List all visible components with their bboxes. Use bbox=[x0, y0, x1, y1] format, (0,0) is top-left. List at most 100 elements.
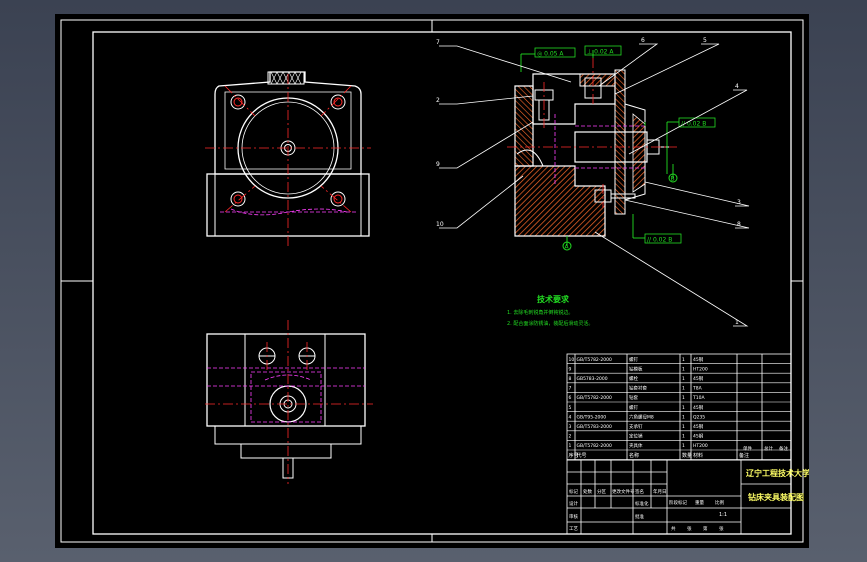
svg-text:签名: 签名 bbox=[635, 488, 644, 495]
svg-text:◎ 0.05 A: ◎ 0.05 A bbox=[537, 51, 564, 58]
inner-frame bbox=[92, 31, 792, 535]
outer-frame bbox=[60, 19, 804, 543]
drawing-name: 钻床夹具装配图 bbox=[748, 492, 804, 502]
svg-text:张: 张 bbox=[719, 525, 724, 532]
svg-text:批准: 批准 bbox=[635, 513, 644, 520]
parts-cell: 六角螺母M8 bbox=[629, 413, 654, 420]
parts-cell: 3 bbox=[569, 424, 572, 430]
tolerance-frame-1: ◎ 0.05 A bbox=[534, 47, 576, 58]
svg-text:审核: 审核 bbox=[569, 513, 578, 520]
svg-text:标准化: 标准化 bbox=[635, 500, 649, 507]
tech-req-item-2: 2. 配合面涂防锈油，装配后滑动灵活。 bbox=[507, 320, 593, 327]
svg-text:⊥ 0.02 A: ⊥ 0.02 A bbox=[587, 49, 614, 56]
title-block bbox=[566, 459, 792, 535]
parts-cell: 螺钉 bbox=[629, 404, 638, 411]
parts-cell: 7 bbox=[569, 386, 572, 392]
parts-cell: 钻套 bbox=[629, 394, 638, 401]
parts-cell: 1 bbox=[682, 405, 685, 411]
section-view: ◎ 0.05 A ⊥ 0.02 A // 0.02 B // 0.02 B B … bbox=[436, 37, 750, 327]
parts-cell: GB/T5782-2000 bbox=[577, 395, 613, 401]
parts-cell: GB5783-2000 bbox=[577, 376, 608, 382]
parts-cell: GB/T5782-2000 bbox=[577, 443, 613, 449]
drawing-viewport[interactable]: ◎ 0.05 A ⊥ 0.02 A // 0.02 B // 0.02 B B … bbox=[55, 14, 809, 548]
company-name: 辽宁工程技术大学 bbox=[746, 468, 809, 478]
drawing-scale: 1:1 bbox=[719, 512, 727, 518]
parts-cell: HT200 bbox=[693, 366, 708, 372]
weight-label: 备注 bbox=[779, 445, 788, 452]
tech-req-item-1: 1. 去除毛刺锐角并倒钝锐边。 bbox=[507, 309, 573, 316]
parts-cell: 钻套衬套 bbox=[629, 385, 647, 392]
parts-cell: 支承钉 bbox=[629, 423, 643, 430]
svg-text:A: A bbox=[565, 244, 570, 251]
tech-req-title: 技术要求 bbox=[537, 294, 570, 304]
parts-cell: T8A bbox=[692, 386, 703, 392]
callout-7: 7 bbox=[436, 39, 440, 46]
parts-cell: 定位销 bbox=[629, 433, 643, 440]
tolerance-frame-4: // 0.02 B bbox=[644, 233, 682, 244]
parts-cell: 1 bbox=[682, 357, 685, 363]
parts-cell: 8 bbox=[569, 376, 572, 382]
parts-cell: 螺栓 bbox=[629, 375, 638, 382]
callout-4: 4 bbox=[735, 83, 739, 90]
svg-text:第: 第 bbox=[703, 525, 708, 532]
parts-cell: T10A bbox=[692, 395, 705, 401]
title-block-text: 辽宁工程技术大学 钻床夹具装配图 1:1 标记 处数 分区 更改文件号 签名 年… bbox=[569, 468, 809, 532]
parts-cell: 10 bbox=[569, 357, 575, 363]
callout-10: 10 bbox=[436, 221, 444, 228]
parts-header-cell: 数量 bbox=[682, 452, 692, 459]
parts-header-cell: 代号 bbox=[577, 452, 587, 459]
callout-3: 3 bbox=[737, 199, 741, 206]
parts-header-cell: 材料 bbox=[693, 452, 703, 459]
datum-a: A bbox=[562, 241, 572, 251]
tolerance-frame-2: ⊥ 0.02 A bbox=[584, 45, 622, 56]
parts-cell: 4 bbox=[569, 414, 572, 420]
svg-text:共: 共 bbox=[671, 525, 676, 532]
parts-cell: GB/T95-2000 bbox=[577, 414, 607, 420]
datum-b: B bbox=[668, 173, 678, 183]
callout-8: 8 bbox=[737, 221, 741, 228]
callout-5: 5 bbox=[703, 37, 707, 44]
parts-cell: 1 bbox=[682, 386, 685, 392]
svg-text:重量: 重量 bbox=[695, 499, 704, 506]
top-view bbox=[205, 320, 373, 484]
svg-text:分区: 分区 bbox=[597, 488, 606, 495]
parts-cell: 45钢 bbox=[693, 356, 704, 363]
parts-cell: Q235 bbox=[693, 414, 705, 420]
svg-text:设计: 设计 bbox=[569, 500, 578, 507]
parts-cell: 钻模板 bbox=[629, 365, 643, 372]
parts-cell: 45钢 bbox=[693, 423, 704, 430]
parts-cell: 45钢 bbox=[693, 375, 704, 382]
svg-text:年月日: 年月日 bbox=[653, 488, 667, 495]
technical-requirements: 技术要求 1. 去除毛刺锐角并倒钝锐边。 2. 配合面涂防锈油，装配后滑动灵活。 bbox=[507, 294, 593, 327]
centering-marks bbox=[61, 20, 803, 542]
parts-cell: HT200 bbox=[693, 443, 708, 449]
svg-text:阶段标记: 阶段标记 bbox=[669, 499, 687, 506]
parts-cell: 45钢 bbox=[693, 433, 704, 440]
tolerance-frame-3: // 0.02 B bbox=[678, 117, 716, 128]
callout-9: 9 bbox=[436, 161, 440, 168]
parts-cell: GB/T5783-2000 bbox=[577, 424, 613, 430]
parts-header-cell: 名称 bbox=[629, 452, 639, 459]
parts-cell: 1 bbox=[682, 395, 685, 401]
callout-6: 6 bbox=[641, 37, 645, 44]
svg-text:工艺: 工艺 bbox=[569, 526, 578, 532]
parts-cell: 1 bbox=[682, 376, 685, 382]
parts-cell: 夹具体 bbox=[629, 442, 643, 449]
front-view bbox=[205, 71, 371, 246]
parts-cell: 1 bbox=[682, 366, 685, 372]
parts-cell: 螺钉 bbox=[629, 356, 638, 363]
parts-cell: 1 bbox=[569, 443, 572, 449]
weight-label: 单件 bbox=[743, 445, 752, 452]
parts-header-cell: 备注 bbox=[739, 452, 749, 459]
svg-text:标记: 标记 bbox=[569, 488, 578, 495]
svg-text:// 0.02 B: // 0.02 B bbox=[647, 237, 672, 244]
parts-cell: 1 bbox=[682, 434, 685, 440]
parts-cell: 1 bbox=[682, 414, 685, 420]
cad-drawing: ◎ 0.05 A ⊥ 0.02 A // 0.02 B // 0.02 B B … bbox=[60, 19, 809, 543]
svg-text:比例: 比例 bbox=[715, 499, 724, 506]
parts-cell: GB/T5782-2000 bbox=[577, 357, 613, 363]
weight-label: 总计 bbox=[764, 445, 773, 452]
svg-text:更改文件号: 更改文件号 bbox=[612, 488, 635, 495]
parts-cell: 5 bbox=[569, 405, 572, 411]
